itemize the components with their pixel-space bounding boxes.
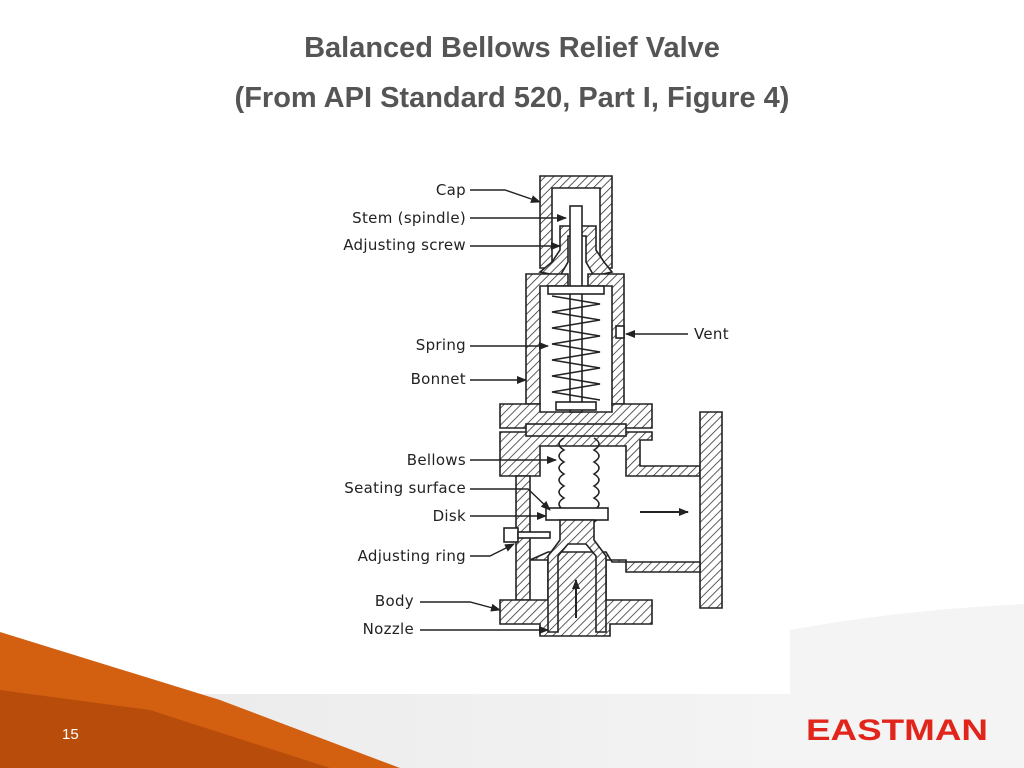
spring-shape [551,295,601,401]
eastman-logo: EASTMAN [806,714,988,746]
cap-leader [470,189,541,203]
bellows-label: Bellows [407,451,466,469]
page-number: 15 [62,726,79,743]
adjusting-screw-shape [538,225,614,277]
outlet-flange [699,411,723,609]
cap-label: Cap [436,181,466,199]
spring-label: Spring [416,336,466,354]
spring-washer-lower [555,401,597,411]
nozzle-label: Nozzle [363,620,414,638]
body-leader [420,601,501,612]
footer-orange-dark-wave [0,690,330,768]
bonnet-label: Bonnet [411,370,466,388]
vent-shape [615,325,625,339]
seating-surface-leader [470,488,551,511]
disk-label: Disk [433,507,466,525]
eastman-logo-text: EASTMAN [806,714,988,746]
guide-plate [525,423,627,437]
nozzle-shape [547,519,607,633]
body-label: Body [375,592,414,610]
adjusting-ring-screw [517,531,551,539]
leader-lines [420,189,688,634]
slide-subtitle: (From API Standard 520, Part I, Figure 4… [234,82,790,114]
adjusting-ring-leader [470,543,515,557]
seating-surface-label: Seating surface [344,479,466,497]
stem-label: Stem (spindle) [352,209,466,227]
adjusting-ring-label: Adjusting ring [358,547,466,565]
footer-grey-swoosh [790,604,1024,768]
vent-label: Vent [694,325,729,343]
adjusting-screw-label: Adjusting screw [343,236,466,254]
valve-internals [503,205,627,633]
spring-washer [547,285,605,295]
slide-title: Balanced Bellows Relief Valve [304,32,720,64]
